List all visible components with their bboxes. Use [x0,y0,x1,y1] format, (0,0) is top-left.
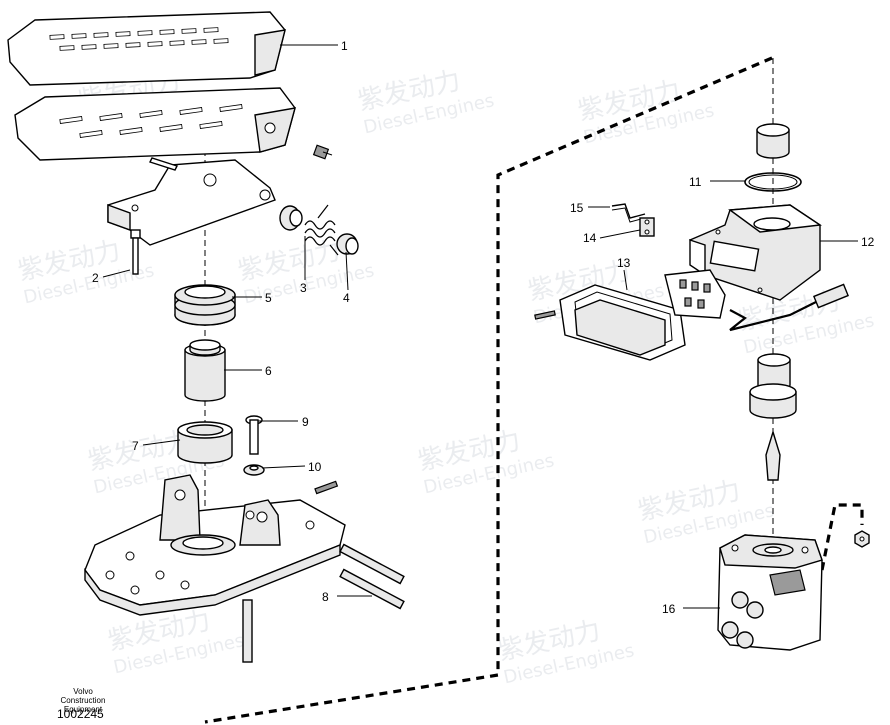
plunger-6 [184,339,226,402]
callout-13: 13 [617,256,631,270]
callout-3: 3 [300,281,307,295]
watermark: 紫发动力 Diesel-Engines [575,76,716,148]
hinge-pin [149,157,178,171]
callout-6: 6 [265,364,272,378]
clip-14 [639,217,655,237]
valve-boundary-line [820,503,864,571]
base-plate [84,474,346,616]
screw-left [534,310,556,320]
pedal-pad [7,11,286,86]
callout-4: 4 [343,291,350,305]
lower-cup [749,383,797,419]
callout-15: 15 [570,201,584,215]
dowel-pin [314,480,339,495]
callout-5: 5 [265,291,272,305]
bolt-9 [245,415,263,455]
pedal-plate [14,87,296,161]
footer-company: Volvo Construction Equipment [60,687,106,714]
callout-2: 2 [92,271,99,285]
guide-rods-8 [339,543,405,610]
pedal-screw [312,144,330,160]
callout-10: 10 [308,460,322,474]
rubber-boot-5 [174,284,236,326]
callout-1: 1 [341,39,348,53]
clip-15 [611,203,646,223]
nut-4 [336,233,359,255]
watermark: 紫发动力 Diesel-Engines [415,426,556,498]
callout-9: 9 [302,415,309,429]
cover-plate [574,299,666,356]
watermark: 紫发动力 Diesel-Engines [495,616,636,688]
top-bushing [756,123,790,159]
callout-7: 7 [132,439,139,453]
housing-12 [689,204,822,301]
hex-nut [854,530,870,548]
seal-ring-7 [177,421,233,464]
hinge-bracket [107,159,276,246]
bushing [279,205,303,231]
callout-8: 8 [322,590,329,604]
assembly-boundary-line [204,56,773,724]
valve-body-16 [717,534,823,651]
watermark: 紫发动力 Diesel-Engines [105,606,246,678]
callout-14: 14 [583,231,597,245]
cable-connector [729,283,849,332]
callout-11: 11 [689,175,702,189]
watermark: 紫发动力 Diesel-Engines [355,66,496,138]
leader-lines [102,44,858,609]
sensor-board [664,269,726,319]
spring-3 [304,204,339,256]
footer-drawing-number: 1002245 [57,707,104,721]
o-ring-11 [744,172,802,192]
callout-12: 12 [861,235,875,249]
bolt-2 [130,229,141,275]
callout-16: 16 [662,602,676,616]
callout-labels: 1 2 3 4 5 6 7 8 9 10 11 12 13 14 15 16 [92,39,875,616]
washer-10 [243,464,265,476]
plunger-tip [765,429,781,481]
threaded-stud [242,599,253,663]
